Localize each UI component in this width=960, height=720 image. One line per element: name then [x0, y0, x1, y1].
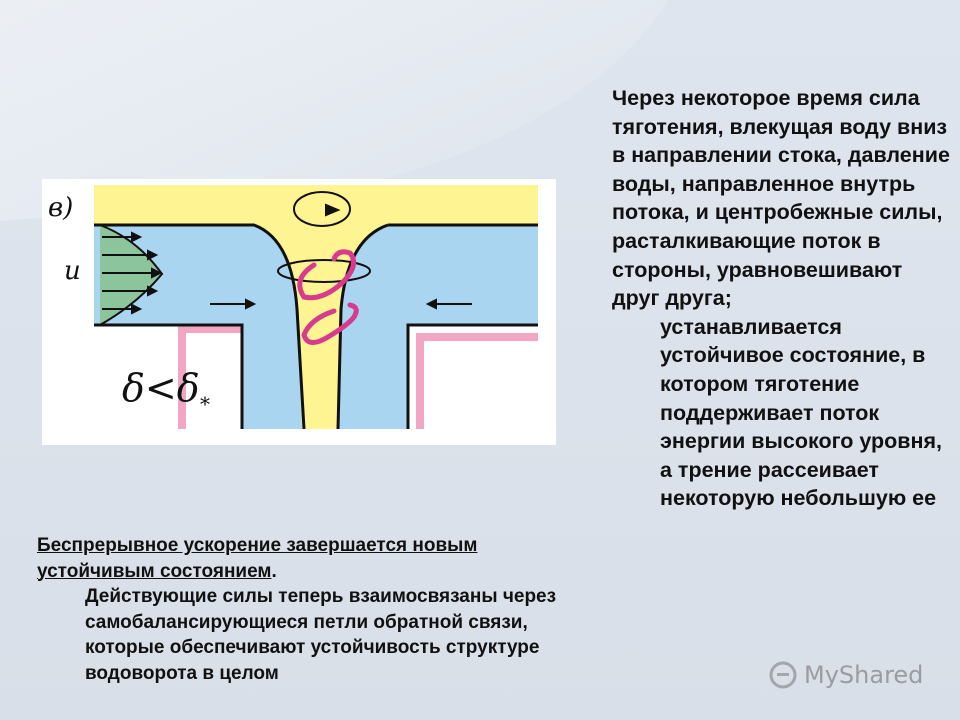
watermark: MyShared: [768, 655, 938, 695]
vortex-diagram: в) u δ<δ *: [48, 185, 538, 430]
bottom-heading-end: .: [271, 560, 277, 582]
right-main-paragraph: Через некоторое время сила тяготения, вл…: [612, 86, 950, 311]
vortex-figure: в) u δ<δ *: [42, 179, 556, 445]
rotation-indicator-mid: [277, 259, 371, 283]
bottom-heading: Беспрерывное ускорение завершается новым…: [37, 535, 478, 582]
bottom-text-block: Беспрерывное ускорение завершается новым…: [37, 533, 567, 686]
watermark-text: MyShared: [804, 661, 924, 689]
condition-label: δ<δ: [122, 366, 200, 410]
velocity-label: u: [64, 256, 81, 286]
flow-arrows: [210, 298, 472, 310]
condition-subscript: *: [200, 392, 210, 416]
watermark-icon: [769, 661, 797, 689]
panel-label: в): [48, 193, 73, 223]
surface-layer: [94, 185, 538, 225]
velocity-profile: [100, 225, 162, 325]
rotation-indicator-top: [293, 191, 351, 227]
bottom-body-paragraph: Действующие силы теперь взаимосвязаны че…: [85, 586, 557, 684]
bottom-heading-line: Беспрерывное ускорение завершается новым…: [37, 533, 567, 584]
left-wall-fill: [178, 325, 186, 429]
right-wall-fill: [416, 333, 424, 429]
helix-path: [297, 249, 359, 345]
velocity-arrows: [102, 231, 163, 315]
boundary-lines: [94, 223, 538, 430]
right-text-block: Через некоторое время сила тяготения, вл…: [612, 84, 952, 513]
right-sub-paragraph: устанавливается устойчивое состояние, в …: [660, 314, 943, 511]
vortex-core: [254, 225, 388, 429]
